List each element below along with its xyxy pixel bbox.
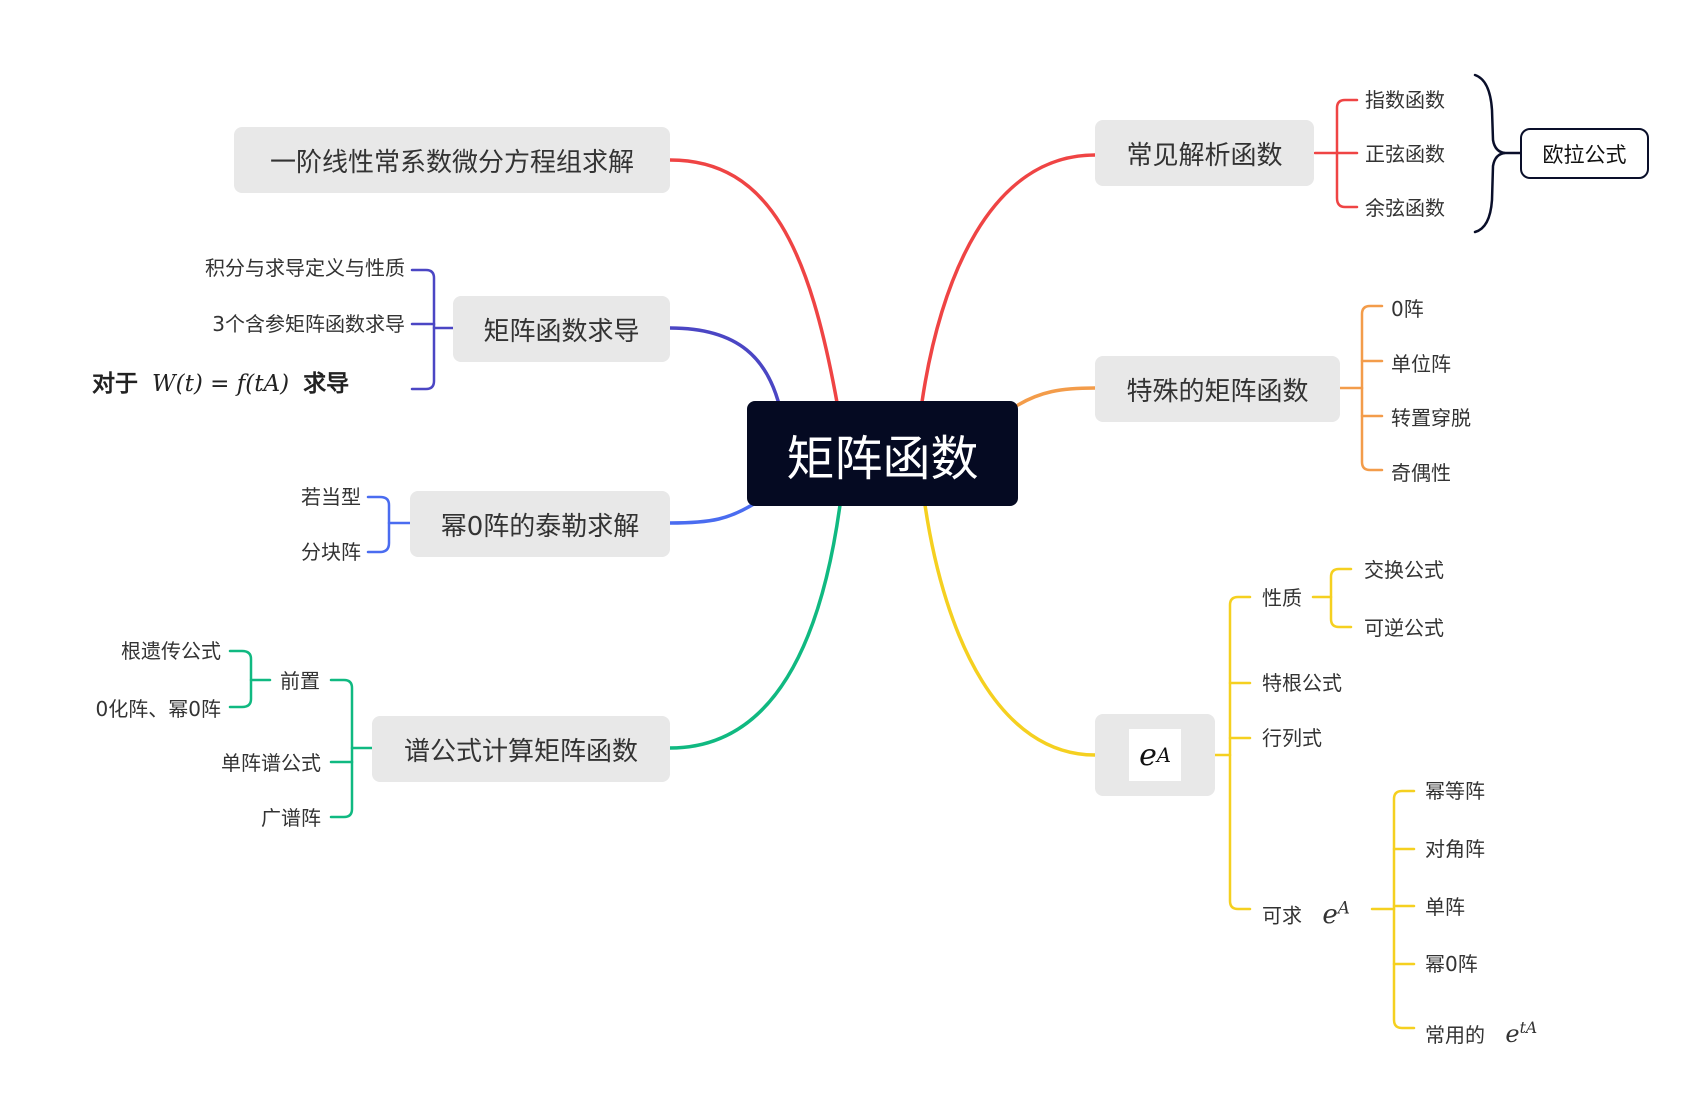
leaf-exp-char-root[interactable]: 特根公式 [1262,671,1342,695]
node-derivative[interactable]: 矩阵函数求导 [453,296,670,362]
leaf-spectral-single[interactable]: 单阵谱公式 [221,751,321,775]
bracket-exp [1228,595,1252,911]
leaf-exp-computable[interactable]: 可求 eA [1262,895,1350,928]
formula-prefix: 对于 [92,371,138,397]
leaf-exp-determinant[interactable]: 行列式 [1262,726,1322,750]
leaf-exp-properties[interactable]: 性质 [1262,586,1302,610]
leaf-preface-root[interactable]: 根遗传公式 [121,639,221,663]
edge-root-spectral [668,503,842,750]
root-node[interactable]: 矩阵函数 [747,401,1018,506]
node-first-order[interactable]: 一阶线性常系数微分方程组求解 [234,127,670,193]
node-taylor[interactable]: 幂0阵的泰勒求解 [410,491,670,557]
leaf-analytic-cos[interactable]: 余弦函数 [1365,196,1445,220]
node-special[interactable]: 特殊的矩阵函数 [1095,356,1340,422]
leaf-analytic-sin[interactable]: 正弦函数 [1365,142,1445,166]
leaf-spectral-general[interactable]: 广谱阵 [261,806,321,830]
bracket-properties [1329,567,1353,629]
leaf-special-parity[interactable]: 奇偶性 [1391,461,1451,485]
leaf-computable-diagonal[interactable]: 对角阵 [1425,837,1485,861]
edge-root-taylor [668,498,762,525]
edge-root-analytic [920,153,1097,404]
leaf-taylor-jordan[interactable]: 若当型 [301,485,361,509]
leaf-exp-swap[interactable]: 交换公式 [1364,558,1444,582]
computable-math: eA [1322,897,1350,930]
leaf-special-zero[interactable]: 0阵 [1391,297,1424,321]
computable-label: 可求 [1262,903,1302,928]
node-analytic[interactable]: 常见解析函数 [1095,120,1314,186]
leaf-special-transpose[interactable]: 转置穿脱 [1391,406,1471,430]
leaf-analytic-exp[interactable]: 指数函数 [1365,88,1445,112]
leaf-taylor-block[interactable]: 分块阵 [301,540,361,564]
edge-root-special [1016,386,1097,407]
brace-euler [1473,73,1506,234]
edge-root-exp [923,503,1097,757]
leaf-derivative-param[interactable]: 3个含参矩阵函数求导 [212,312,405,336]
leaf-computable-common[interactable]: 常用的 etA [1425,1016,1537,1047]
leaf-spectral-preface[interactable]: 前置 [280,669,320,693]
leaf-computable-simple[interactable]: 单阵 [1425,895,1465,919]
bracket-derivative [410,268,436,391]
leaf-derivative-formula[interactable]: 对于 W(t) = f(tA) 求导 [92,372,349,396]
common-label: 常用的 [1425,1023,1485,1047]
common-math: etA [1505,1019,1538,1048]
bracket-spectral [329,678,354,819]
bracket-special [1360,304,1384,472]
leaf-derivative-def[interactable]: 积分与求导定义与性质 [205,256,405,280]
formula-suffix: 求导 [303,371,350,397]
bracket-computable [1392,789,1416,1030]
edge-root-derivative [668,326,782,410]
leaf-computable-nilpotent[interactable]: 幂0阵 [1425,952,1478,976]
exp-base: e [1139,737,1157,773]
node-spectral[interactable]: 谱公式计算矩阵函数 [372,716,670,782]
bracket-taylor [366,495,391,554]
edge-root-first-order [668,158,840,410]
node-euler-formula[interactable]: 欧拉公式 [1520,128,1649,179]
bracket-preface [228,649,253,709]
formula-math: W(t) = f(tA) [152,371,290,397]
leaf-special-identity[interactable]: 单位阵 [1391,352,1451,376]
leaf-preface-nil[interactable]: 0化阵、幂0阵 [95,697,221,721]
leaf-computable-idempotent[interactable]: 幂等阵 [1425,779,1485,803]
exp-power: A [1156,743,1171,767]
leaf-exp-inverse[interactable]: 可逆公式 [1364,616,1444,640]
